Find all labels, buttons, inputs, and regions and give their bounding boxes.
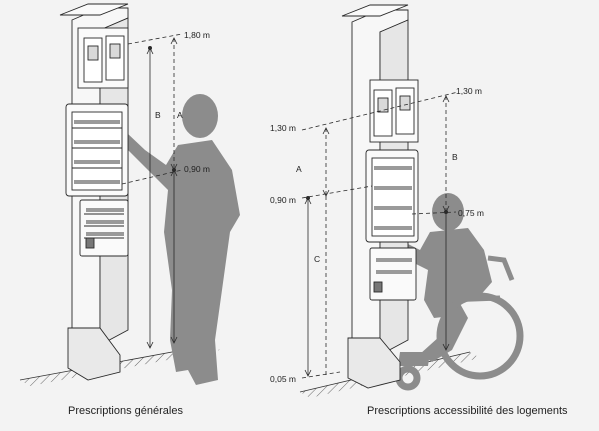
left-height-top-label: 1,80 m bbox=[184, 30, 210, 40]
right-dim-a-label: A bbox=[296, 164, 302, 174]
standing-person-silhouette bbox=[118, 94, 240, 385]
right-scene: 1,30 m 1,30 m 0,90 m 0,75 m 0,05 m A B C… bbox=[270, 4, 568, 417]
right-height-top-label: 1,30 m bbox=[456, 86, 482, 96]
right-height-ground-label: 0,05 m bbox=[270, 374, 296, 384]
right-height-lower-left-label: 0,90 m bbox=[270, 195, 296, 205]
left-column bbox=[59, 3, 129, 381]
left-height-middle-label: 0,90 m bbox=[184, 164, 210, 174]
right-dimensions bbox=[301, 91, 459, 379]
right-column bbox=[341, 4, 419, 389]
left-dim-b-label: B bbox=[155, 110, 161, 120]
left-caption: Prescriptions générales bbox=[68, 405, 183, 417]
left-dimensions bbox=[121, 33, 183, 349]
left-breakers bbox=[74, 120, 124, 236]
left-dim-a-label: A bbox=[177, 110, 183, 120]
right-height-upper-left-label: 1,30 m bbox=[270, 123, 296, 133]
right-breakers bbox=[374, 166, 412, 274]
wheelchair-frame bbox=[445, 255, 515, 303]
right-dim-c-label: C bbox=[314, 254, 320, 264]
right-dim-b-label: B bbox=[452, 152, 458, 162]
right-height-middle-label: 0,75 m bbox=[458, 208, 484, 218]
right-caption: Prescriptions accessibilité des logement… bbox=[367, 405, 568, 417]
left-scene: 1,80 m 0,90 m B A Prescriptions générale… bbox=[19, 3, 240, 417]
